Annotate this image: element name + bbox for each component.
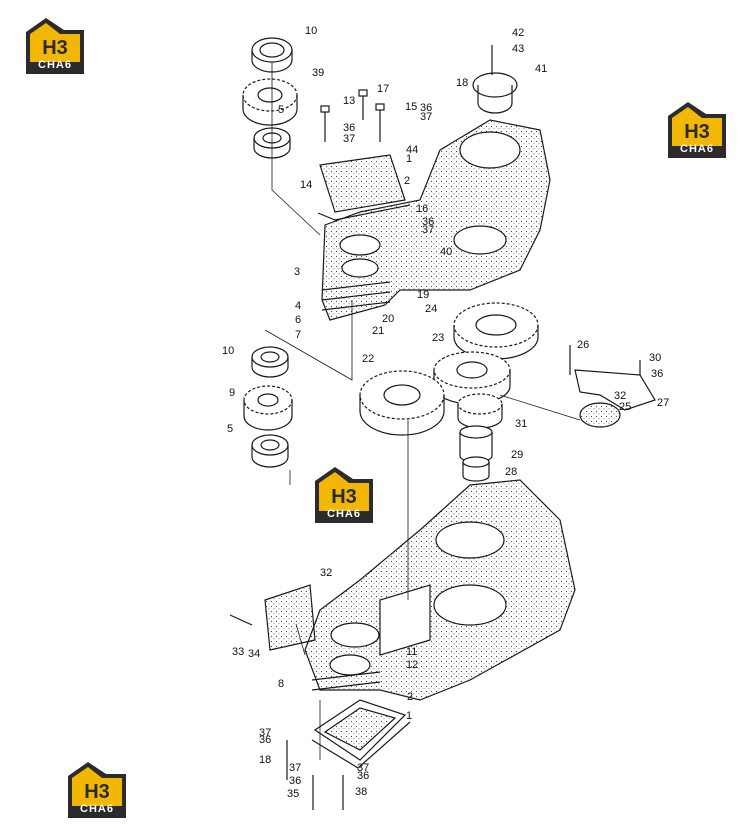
callout-24: 24 — [425, 303, 437, 315]
callout-1: 1 — [406, 710, 412, 722]
callout-9: 9 — [229, 387, 235, 399]
callout-labels: 1039513171536374412143467184243411640192… — [222, 25, 669, 800]
gear-24 — [453, 302, 539, 360]
callout-36: 36 — [420, 102, 432, 114]
callout-34: 34 — [248, 648, 260, 660]
callout-6: 6 — [295, 314, 301, 326]
callout-32: 32 — [320, 567, 332, 579]
bottom-cover-plate — [311, 699, 411, 769]
bearing-10-mid — [251, 346, 289, 378]
bottom-bolts — [286, 740, 344, 810]
logo-subtext: CHA6 — [680, 143, 714, 155]
callout-2: 2 — [404, 175, 410, 187]
bracket-27 — [569, 345, 656, 428]
logo-bottom-left: H3 CHA6 — [66, 760, 128, 818]
callout-37: 37 — [259, 727, 271, 739]
callout-30: 30 — [649, 352, 661, 364]
callout-21: 21 — [372, 325, 384, 337]
callout-2: 2 — [407, 691, 413, 703]
callout-44: 44 — [406, 144, 418, 156]
callout-5: 5 — [278, 104, 284, 116]
callout-22: 22 — [362, 353, 374, 365]
callout-36: 36 — [259, 734, 271, 746]
logo-center: H3 CHA6 — [313, 465, 375, 523]
callout-16: 16 — [416, 203, 428, 215]
callout-36: 36 — [343, 122, 355, 134]
callout-33: 33 — [232, 646, 244, 658]
callout-36: 36 — [289, 775, 301, 787]
callout-28: 28 — [505, 466, 517, 478]
sleeve-29-28 — [459, 425, 493, 482]
svg-text:H3: H3 — [42, 37, 68, 59]
callout-18: 18 — [259, 754, 271, 766]
logo-subtext: CHA6 — [38, 59, 72, 71]
callout-10: 10 — [305, 25, 317, 37]
callout-37: 37 — [289, 762, 301, 774]
callout-23: 23 — [432, 332, 444, 344]
gear-39 — [242, 78, 298, 126]
gear-22 — [359, 370, 445, 436]
bolts-13-17-15 — [320, 89, 385, 142]
callout-37: 37 — [357, 762, 369, 774]
callout-36: 36 — [357, 770, 369, 782]
upper-timing-housing — [321, 119, 551, 321]
callout-26: 26 — [577, 339, 589, 351]
callout-8: 8 — [278, 678, 284, 690]
callout-3: 3 — [294, 266, 300, 278]
callout-12: 12 — [406, 659, 418, 671]
callout-42: 42 — [512, 27, 524, 39]
logo-subtext: CHA6 — [80, 803, 114, 815]
callout-43: 43 — [512, 43, 524, 55]
callout-27: 27 — [657, 397, 669, 409]
leader-lines — [264, 62, 581, 760]
callout-11: 11 — [406, 646, 417, 658]
logo-subtext: CHA6 — [327, 508, 361, 520]
pump-41 — [472, 45, 518, 114]
callout-20: 20 — [382, 313, 394, 325]
callout-5: 5 — [227, 423, 233, 435]
callout-32: 32 — [614, 390, 626, 402]
callout-10: 10 — [222, 345, 234, 357]
cover-plate-top — [317, 154, 411, 221]
callout-41: 41 — [535, 63, 547, 75]
callout-4: 4 — [295, 300, 301, 312]
lower-timing-housing — [304, 479, 576, 701]
callout-39: 39 — [312, 67, 324, 79]
svg-text:H3: H3 — [84, 781, 110, 803]
callout-37: 37 — [343, 133, 355, 145]
callout-36: 36 — [651, 368, 663, 380]
callout-40: 40 — [440, 246, 452, 258]
callout-38: 38 — [355, 786, 367, 798]
callout-13: 13 — [343, 95, 355, 107]
gear-9 — [243, 385, 293, 431]
callout-14: 14 — [300, 179, 312, 191]
callout-25: 25 — [619, 401, 631, 413]
svg-text:H3: H3 — [331, 486, 357, 508]
callout-35: 35 — [287, 788, 299, 800]
callout-15: 15 — [405, 101, 417, 113]
callout-31: 31 — [515, 418, 527, 430]
callout-1: 1 — [406, 153, 412, 165]
callout-37: 37 — [422, 224, 434, 236]
callout-7: 7 — [295, 329, 301, 341]
logo-top-right: H3 CHA6 — [666, 100, 728, 158]
gear-31 — [457, 393, 503, 429]
callout-37: 37 — [420, 111, 432, 123]
callout-18: 18 — [456, 77, 468, 89]
bearing-10-top — [251, 37, 293, 73]
callout-29: 29 — [511, 449, 523, 461]
callout-17: 17 — [377, 83, 389, 95]
bracket-32 — [229, 584, 316, 651]
callout-19: 19 — [417, 289, 429, 301]
logo-top-left: H3 CHA6 — [24, 16, 86, 74]
bearing-5-mid — [251, 434, 289, 468]
svg-text:H3: H3 — [684, 121, 710, 143]
callout-36: 36 — [422, 216, 434, 228]
